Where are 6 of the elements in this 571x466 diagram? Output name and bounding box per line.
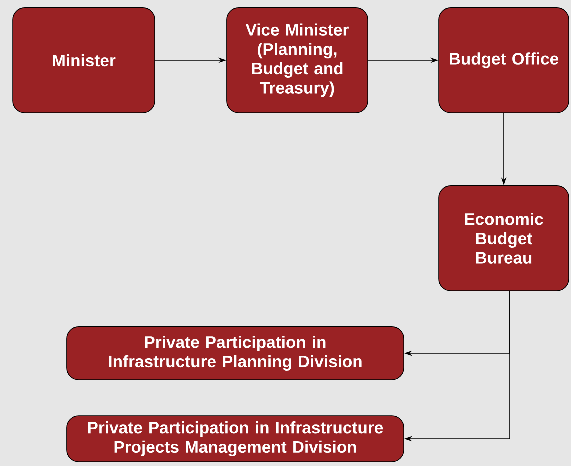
process-box: Minister [12, 8, 156, 114]
process-box: Economic Budget Bureau [438, 186, 570, 292]
process-box: Private Participation in Infrastructure Projects Management Division [66, 416, 404, 462]
process-box: Vice Minister (Planning, Budget and Treasury) [226, 8, 368, 114]
process-box: Budget Office [438, 8, 570, 114]
process-box: Private Participation in Infrastructure Planning Division [66, 326, 404, 380]
